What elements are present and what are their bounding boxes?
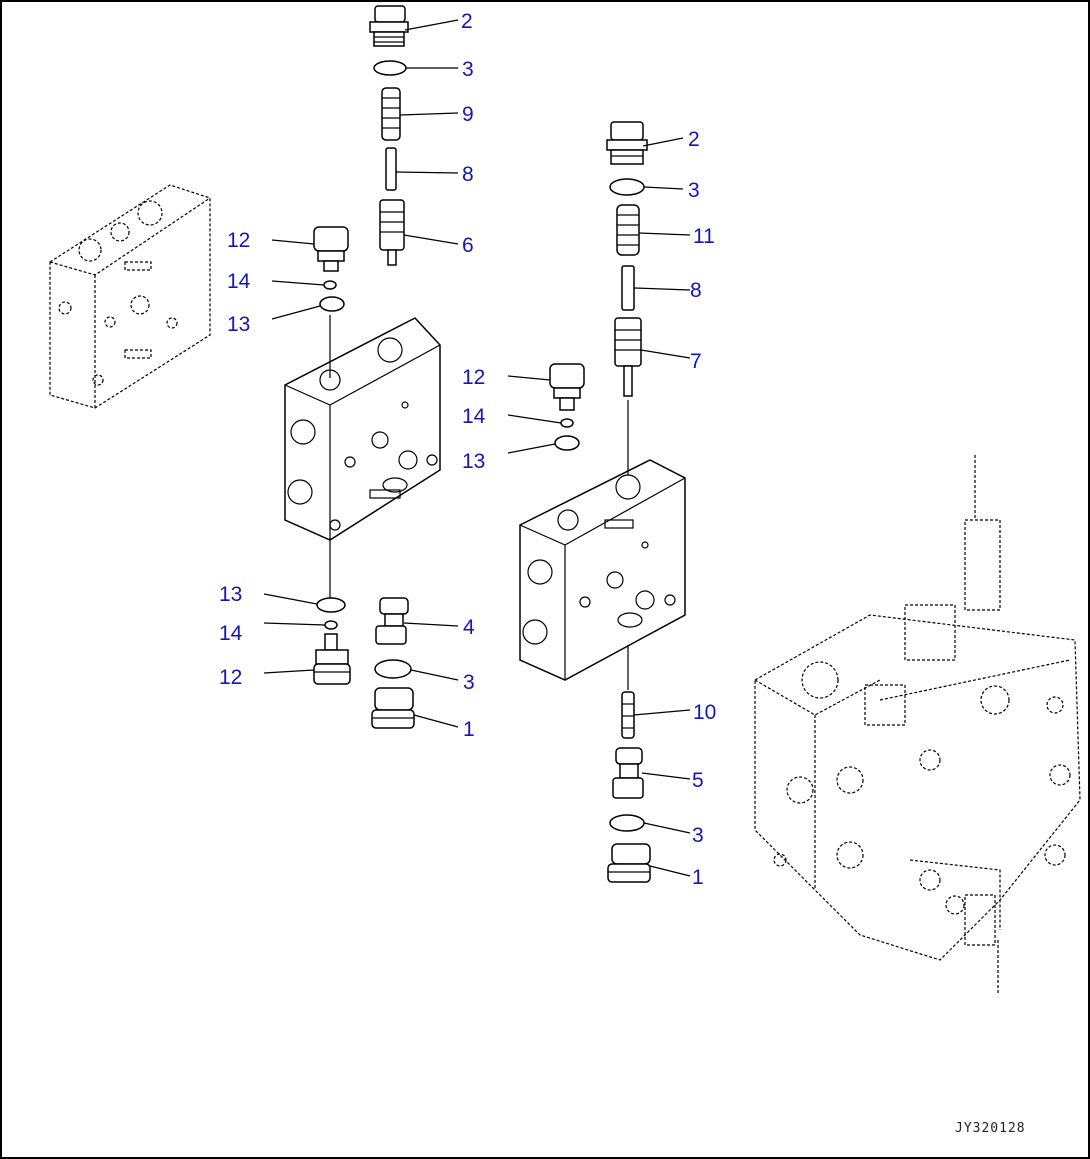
callout-label: 10 [693,701,716,724]
callout-label: 12 [227,229,250,252]
callout-label: 3 [462,58,474,81]
callout-leader-lines [263,19,691,877]
right-stack-parts [549,121,651,883]
callout-label: 3 [692,824,704,847]
callout-label: 11 [693,225,715,248]
callout-label: 13 [219,583,242,606]
callout-label: 14 [219,622,243,645]
callout-labels: 2 3 9 8 6 12 14 13 2 3 11 8 7 12 14 13 1… [219,10,716,889]
drawing-code: JY320128 [955,1121,1026,1136]
callout-label: 4 [463,616,475,639]
callout-label: 7 [690,350,702,373]
left-stack-parts [313,5,415,729]
callout-label: 3 [463,671,475,694]
callout-label: 12 [219,666,242,689]
assembly-axis-lines [329,315,629,690]
callout-label: 13 [462,450,485,473]
callout-label: 1 [692,866,704,889]
callout-label: 14 [227,270,251,293]
callout-label: 2 [688,128,700,151]
callout-label: 9 [462,103,474,126]
callout-label: 13 [227,313,250,336]
valve-section-right-center [519,459,686,681]
callout-label: 12 [462,366,485,389]
callout-label: 8 [690,279,702,302]
callout-label: 5 [692,769,704,792]
callout-label: 2 [461,10,473,33]
valve-section-background-left [49,184,211,409]
callout-label: 8 [462,163,474,186]
callout-label: 1 [463,718,475,741]
valve-section-center [284,317,441,541]
callout-label: 6 [462,234,474,257]
valve-assembly-background-right [754,455,1081,995]
callout-label: 3 [688,179,700,202]
callout-label: 14 [462,405,486,428]
